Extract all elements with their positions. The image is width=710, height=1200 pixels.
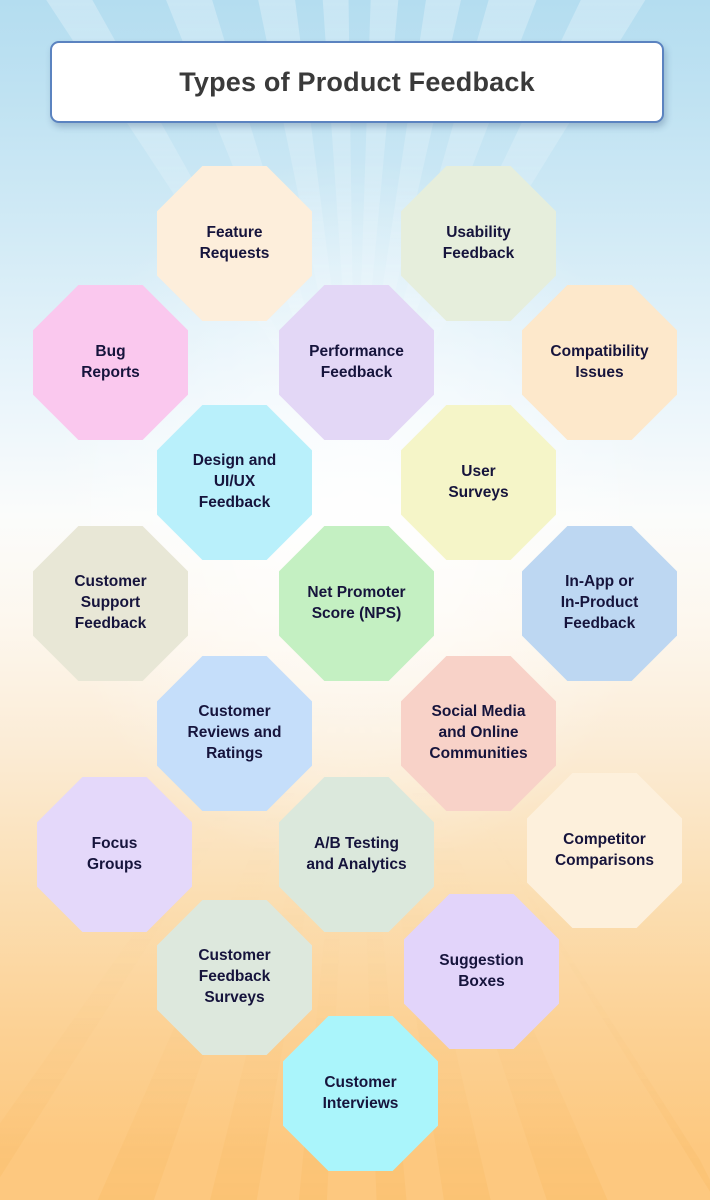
feedback-type-node[interactable]: Focus Groups <box>37 777 192 932</box>
feedback-type-label: Bug Reports <box>81 342 140 381</box>
feedback-type-label: Social Media and Online Communities <box>429 703 528 762</box>
title-card: Types of Product Feedback <box>50 41 664 123</box>
feedback-type-node[interactable]: Suggestion Boxes <box>404 894 559 1049</box>
feedback-type-node[interactable]: User Surveys <box>401 405 556 560</box>
feedback-type-node[interactable]: Feature Requests <box>157 166 312 321</box>
feedback-type-label: Usability Feedback <box>442 223 515 262</box>
feedback-type-label: User Surveys <box>448 462 509 501</box>
page-title: Types of Product Feedback <box>179 66 535 97</box>
feedback-type-node[interactable]: Customer Feedback Surveys <box>157 900 312 1055</box>
feedback-type-label: Compatibility Issues <box>550 342 649 381</box>
feedback-type-label: Net Promoter Score (NPS) <box>307 583 406 622</box>
feedback-type-label: Customer Reviews and Ratings <box>187 703 282 762</box>
feedback-type-label: Customer Interviews <box>322 1073 399 1112</box>
feedback-type-label: Competitor Comparisons <box>554 830 655 869</box>
feedback-type-label: A/B Testing and Analytics <box>306 834 407 873</box>
feedback-type-label: Customer Support Feedback <box>74 573 147 632</box>
feedback-type-node[interactable]: Usability Feedback <box>401 166 556 321</box>
feedback-type-node[interactable]: A/B Testing and Analytics <box>279 777 434 932</box>
feedback-type-label: Performance Feedback <box>309 342 404 381</box>
feedback-type-label: Feature Requests <box>199 223 270 262</box>
feedback-type-label: Focus Groups <box>86 834 143 873</box>
feedback-type-node[interactable]: Performance Feedback <box>279 285 434 440</box>
feedback-type-node[interactable]: Social Media and Online Communities <box>401 656 556 811</box>
feedback-type-node[interactable]: Design and UI/UX Feedback <box>157 405 312 560</box>
feedback-type-node[interactable]: Customer Support Feedback <box>33 526 188 681</box>
feedback-type-label: Design and UI/UX Feedback <box>192 452 277 511</box>
feedback-type-node[interactable]: Compatibility Issues <box>522 285 677 440</box>
feedback-type-node[interactable]: Customer Reviews and Ratings <box>157 656 312 811</box>
feedback-type-node[interactable]: Competitor Comparisons <box>527 773 682 928</box>
feedback-type-node[interactable]: In-App or In-Product Feedback <box>522 526 677 681</box>
feedback-type-label: Customer Feedback Surveys <box>198 947 271 1006</box>
feedback-type-label: Suggestion Boxes <box>439 951 524 990</box>
feedback-type-node[interactable]: Net Promoter Score (NPS) <box>279 526 434 681</box>
feedback-type-node[interactable]: Customer Interviews <box>283 1016 438 1171</box>
feedback-type-node[interactable]: Bug Reports <box>33 285 188 440</box>
feedback-type-label: In-App or In-Product Feedback <box>560 573 639 632</box>
